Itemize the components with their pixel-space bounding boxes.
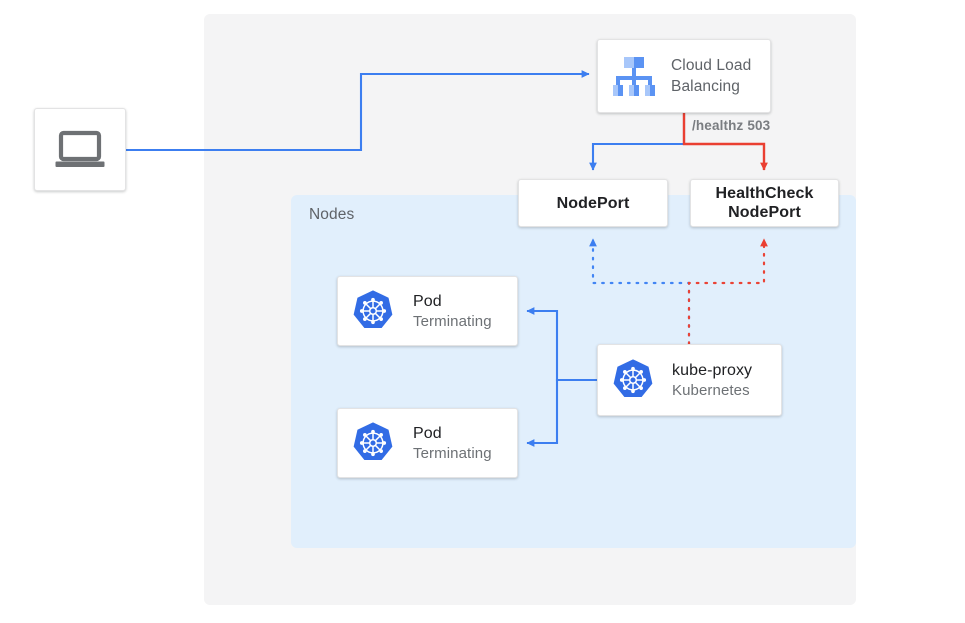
pod[interactable]: Pod Terminating xyxy=(337,276,518,346)
nodes-panel-label: Nodes xyxy=(309,206,355,223)
pod-text: Pod Terminating xyxy=(413,423,492,464)
kube-proxy-text: kube-proxy Kubernetes xyxy=(672,360,752,401)
cloud-load-balancing-label: Cloud Load Balancing xyxy=(671,55,751,97)
cloud-load-balancing-label-line1: Cloud Load xyxy=(671,57,752,74)
pod[interactable]: Pod Terminating xyxy=(337,408,518,478)
pod-text: Pod Terminating xyxy=(413,291,492,332)
healthcheck-nodeport-label-line1: HealthCheck xyxy=(715,185,814,202)
healthcheck-nodeport[interactable]: HealthCheck NodePort xyxy=(690,179,839,227)
client-device[interactable] xyxy=(34,108,126,191)
kube-proxy-subtitle: Kubernetes xyxy=(672,381,750,399)
pod-status: Terminating xyxy=(413,312,492,330)
pod-status: Terminating xyxy=(413,444,492,462)
healthcheck-nodeport-label: HealthCheck NodePort xyxy=(715,184,813,222)
pod-title: Pod xyxy=(413,292,442,310)
healthcheck-nodeport-label-line2: NodePort xyxy=(728,204,801,221)
kubernetes-icon xyxy=(353,422,393,461)
kube-proxy[interactable]: kube-proxy Kubernetes xyxy=(597,344,782,416)
kube-proxy-title: kube-proxy xyxy=(672,361,753,379)
cloud-load-balancing-icon xyxy=(613,57,655,96)
nodeport-label: NodePort xyxy=(556,194,630,212)
healthz-edge-label: /healthz 503 xyxy=(692,118,771,133)
cloud-load-balancing[interactable]: Cloud Load Balancing xyxy=(597,39,771,113)
pod-title: Pod xyxy=(413,424,442,442)
cloud-load-balancing-label-line2: Balancing xyxy=(671,78,740,95)
laptop-icon xyxy=(55,130,105,167)
nodeport[interactable]: NodePort xyxy=(518,179,668,227)
kubernetes-icon xyxy=(353,290,393,329)
kubernetes-icon xyxy=(613,359,653,398)
